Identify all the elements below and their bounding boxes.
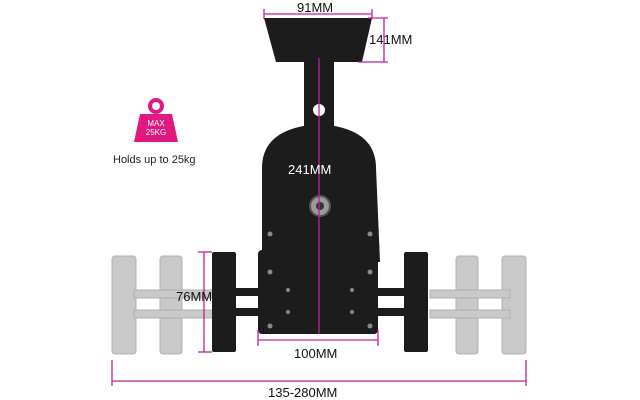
mount-lower-plate [258, 250, 378, 334]
weight-line-max: MAX [147, 119, 165, 128]
weight-line-kg: 25KG [145, 128, 167, 137]
arm-right [376, 252, 428, 352]
label-inner-width: 100MM [294, 346, 338, 361]
center-bolt-core [316, 202, 324, 210]
dimension-lines [111, 9, 527, 386]
ghost-arm-right [429, 255, 527, 355]
label-disc-diameter: 241MM [288, 162, 332, 177]
plate-screws [267, 231, 373, 329]
weight-icon [134, 98, 178, 142]
ghost-arm-left [111, 255, 215, 355]
label-top-plate-depth: 141MM [369, 32, 413, 47]
weight-badge-text: MAX 25KG [134, 119, 178, 137]
weight-caption: Holds up to 25kg [113, 154, 196, 166]
ceiling-plate [264, 18, 372, 62]
label-top-plate-width: 91MM [297, 0, 334, 15]
label-clamp-height: 76MM [176, 289, 213, 304]
arm-left [212, 252, 260, 352]
label-arm-span: 135-280MM [268, 385, 338, 400]
mount-disc [262, 124, 380, 262]
